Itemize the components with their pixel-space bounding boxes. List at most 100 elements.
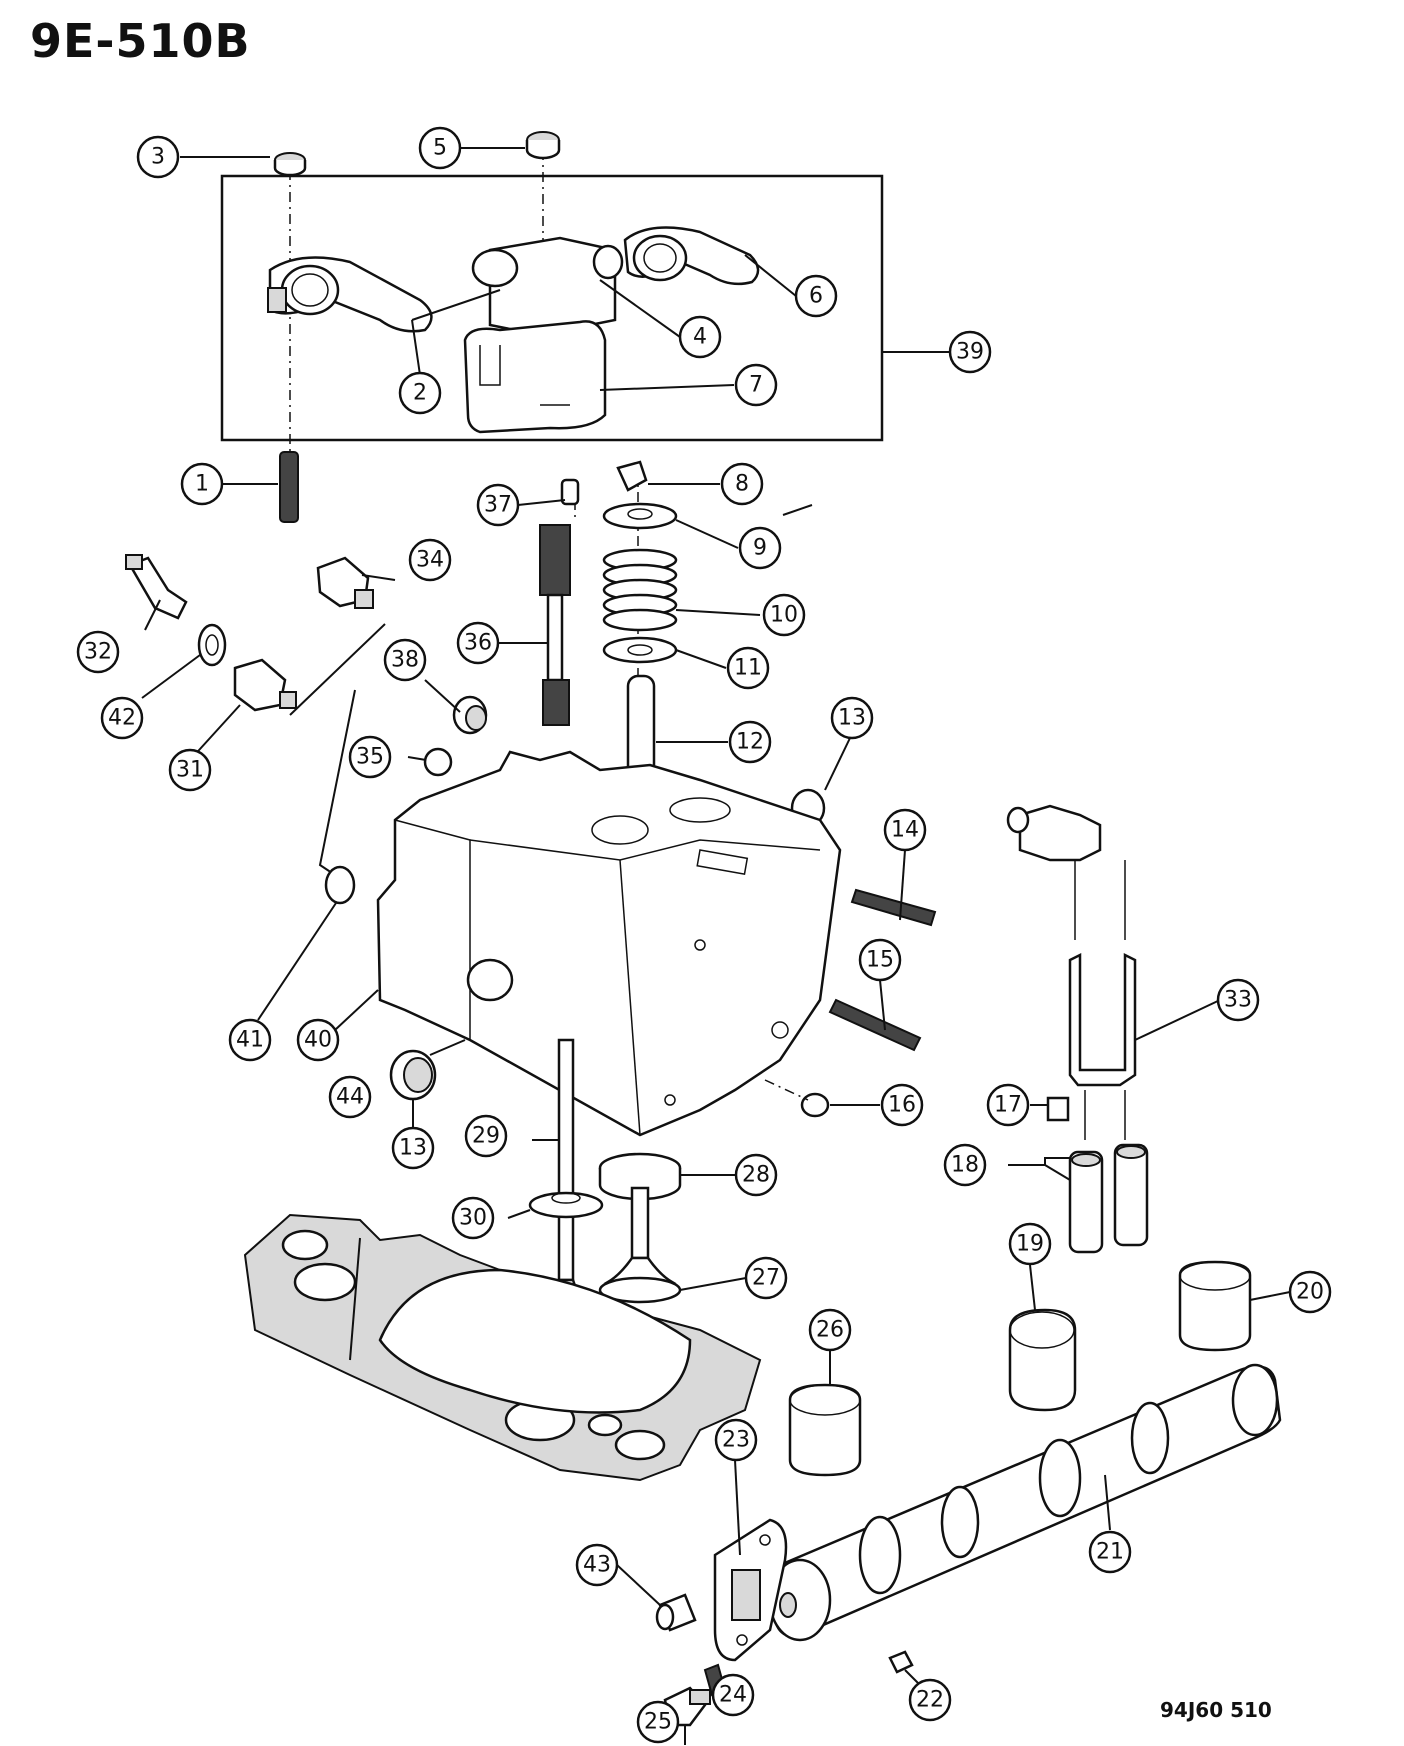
callout-16: 16 [880,1083,924,1127]
svg-text:3: 3 [151,145,165,170]
callout-1: 1 [180,462,224,506]
svg-text:35: 35 [356,745,384,770]
part-23-thrust-plate [713,1518,788,1662]
part-4-pivot-block [471,236,624,337]
part-5-nut [525,131,561,160]
svg-text:32: 32 [84,640,112,665]
callout-33: 33 [1216,978,1260,1022]
part-35-plug [423,747,453,777]
svg-text:24: 24 [719,1683,747,1708]
callout-10: 10 [762,593,806,637]
callout-23: 23 [714,1418,758,1462]
part-10-valve-spring [602,548,678,632]
svg-text:9: 9 [753,536,767,561]
part-26-cam-bearing [788,1383,862,1477]
part-2-rocker-arm [267,256,433,333]
callout-21: 21 [1088,1530,1132,1574]
part-18-hydraulic-lifters [1068,1143,1149,1254]
part-28-valve-seal [598,1152,682,1201]
part-13-core-plug-lower [389,1049,437,1101]
part-22-woodruff-key [888,1650,914,1674]
svg-text:39: 39 [956,340,984,365]
callout-9: 9 [738,526,782,570]
callout-3: 3 [136,135,180,179]
callout-5: 5 [418,126,462,170]
callout-43: 43 [575,1543,619,1587]
svg-text:25: 25 [644,1710,672,1735]
callout-31: 31 [168,748,212,792]
part-7-rocker-stand [463,320,607,434]
callout-25: 25 [636,1700,680,1744]
svg-text:10: 10 [770,603,798,628]
part-19-cam-bearing [1008,1308,1077,1412]
svg-text:20: 20 [1296,1280,1324,1305]
svg-text:33: 33 [1224,988,1252,1013]
callout-34: 34 [408,538,452,582]
part-15-dowel [828,998,922,1052]
part-16-plug [800,1092,830,1118]
svg-text:12: 12 [736,730,764,755]
callout-30: 30 [451,1196,495,1240]
part-14-dowel [850,888,937,927]
svg-text:43: 43 [583,1553,611,1578]
callout-39: 39 [948,330,992,374]
svg-text:30: 30 [459,1206,487,1231]
callout-7: 7 [734,363,778,407]
callout-40: 40 [296,1018,340,1062]
rocker-assembly-frame [220,174,884,442]
svg-text:1: 1 [195,472,209,497]
callout-4: 4 [678,315,722,359]
svg-text:19: 19 [1016,1232,1044,1257]
part-36-pushrod [539,524,571,726]
part-3-nut [273,152,307,177]
svg-text:4: 4 [693,325,707,350]
diagram-code: 9E-510B [30,14,251,68]
svg-text:29: 29 [472,1124,500,1149]
callout-12: 12 [728,720,772,764]
callout-44: 44 [328,1075,372,1119]
callout-8: 8 [720,462,764,506]
svg-text:11: 11 [734,656,762,681]
svg-text:26: 26 [816,1318,844,1343]
svg-text:41: 41 [236,1028,264,1053]
callout-13-upper: 13 [830,696,874,740]
svg-text:23: 23 [722,1428,750,1453]
svg-text:18: 18 [951,1153,979,1178]
callout-38: 38 [383,638,427,682]
callout-35: 35 [348,735,392,779]
callout-41: 41 [228,1018,272,1062]
callout-28: 28 [734,1153,778,1197]
callout-20: 20 [1288,1270,1332,1314]
callout-37: 37 [476,483,520,527]
svg-text:16: 16 [888,1093,916,1118]
callout-19: 19 [1008,1222,1052,1266]
callout-18: 18 [943,1143,987,1187]
svg-text:36: 36 [464,631,492,656]
svg-text:2: 2 [413,381,427,406]
part-34-plug [316,556,374,609]
svg-text:5: 5 [433,136,447,161]
svg-text:27: 27 [752,1266,780,1291]
part-37-cap [560,478,580,506]
callout-2: 2 [398,371,442,415]
part-21-camshaft [768,1363,1282,1642]
callout-42: 42 [100,696,144,740]
part-8-valve-keeper [616,460,648,492]
svg-text:38: 38 [391,648,419,673]
part-44-head-gasket [243,1213,762,1482]
svg-text:14: 14 [891,818,919,843]
callout-17: 17 [986,1083,1030,1127]
callout-11: 11 [726,646,770,690]
svg-text:31: 31 [176,758,204,783]
part-40-cylinder-head [376,750,842,1137]
callout-29: 29 [464,1114,508,1158]
svg-text:8: 8 [735,472,749,497]
part-6-rocker-arm [623,226,760,286]
part-31-plug [233,658,297,712]
part-42-washer [197,623,227,667]
svg-text:42: 42 [108,706,136,731]
part-11-spring-seat [602,636,678,664]
svg-text:15: 15 [866,948,894,973]
part-38-plug [452,695,488,735]
